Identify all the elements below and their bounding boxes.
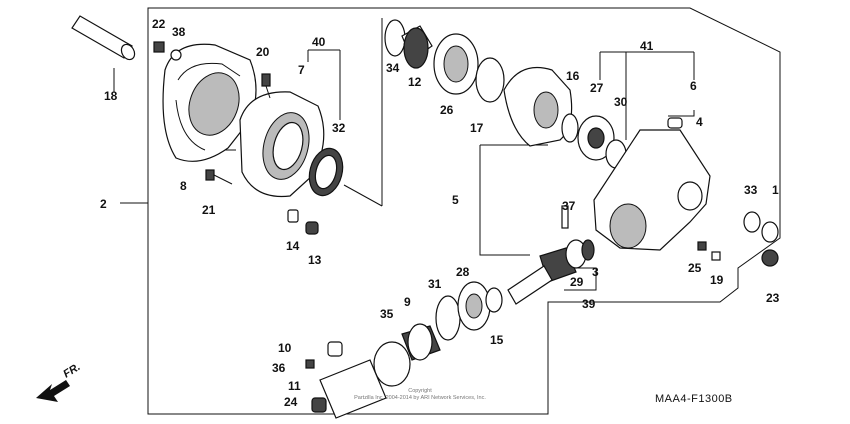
part-7-cover	[239, 91, 325, 198]
callout-13: 13	[308, 253, 322, 267]
callout-30: 30	[614, 95, 628, 109]
callout-39: 39	[582, 297, 596, 311]
front-direction-arrow: FR.	[36, 361, 83, 402]
callouts: 1 2 3 4 5 6 7 8 9 10 11 12 13 14 15 16 1…	[100, 17, 780, 409]
parts-13-14	[287, 209, 319, 235]
callout-41: 41	[640, 39, 654, 53]
callout-11: 11	[288, 379, 301, 393]
leader-lines	[113, 18, 695, 291]
part-6-gear-case	[593, 117, 711, 251]
callout-20: 20	[256, 45, 270, 59]
callout-7: 7	[298, 63, 305, 77]
parts-bearing-set-upper	[384, 19, 505, 103]
part-32-seal	[308, 147, 344, 197]
callout-10: 10	[278, 341, 292, 355]
assembly-boundary	[147, 7, 781, 415]
callout-15: 15	[490, 333, 504, 347]
callout-14: 14	[286, 239, 300, 253]
callout-28: 28	[456, 265, 470, 279]
callout-31: 31	[428, 277, 442, 291]
callout-21: 21	[202, 203, 216, 217]
callout-23: 23	[766, 291, 780, 305]
direction-label: FR.	[61, 361, 82, 381]
callout-18: 18	[104, 89, 118, 103]
callout-36: 36	[272, 361, 286, 375]
part-18-tube	[71, 15, 136, 61]
diagram-code: MAA4-F1300B	[655, 393, 733, 405]
parts-lower-row	[305, 281, 503, 419]
parts-right-fasteners	[697, 211, 779, 267]
callout-8: 8	[180, 179, 187, 193]
parts-27-30	[561, 113, 627, 169]
callout-33: 33	[744, 183, 758, 197]
callout-3: 3	[592, 265, 599, 279]
callout-29: 29	[570, 275, 584, 289]
callout-40: 40	[312, 35, 326, 49]
copyright-line-2: Partzilla Inc. 2004-2014 by ARI Network …	[354, 395, 486, 401]
callout-26: 26	[440, 103, 454, 117]
callout-27: 27	[590, 81, 604, 95]
callout-9: 9	[404, 295, 411, 309]
part-ring-gear	[503, 66, 573, 147]
bolts-small	[153, 41, 271, 185]
callout-35: 35	[380, 307, 394, 321]
callout-12: 12	[408, 75, 422, 89]
callout-17: 17	[470, 121, 484, 135]
part-pinion-shaft	[507, 205, 595, 305]
callout-34: 34	[386, 61, 400, 75]
callout-16: 16	[566, 69, 580, 83]
callout-19: 19	[710, 273, 724, 287]
callout-24: 24	[284, 395, 298, 409]
callout-4: 4	[696, 115, 703, 129]
callout-2: 2	[100, 197, 107, 211]
callout-38: 38	[172, 25, 186, 39]
copyright-line-1: Copyright	[408, 388, 432, 394]
callout-1: 1	[772, 183, 779, 197]
callout-37: 37	[562, 199, 576, 213]
callout-32: 32	[332, 121, 346, 135]
callout-6: 6	[690, 79, 697, 93]
callout-5: 5	[452, 193, 459, 207]
part-8-housing	[162, 43, 257, 162]
callout-25: 25	[688, 261, 702, 275]
callout-22: 22	[152, 17, 166, 31]
